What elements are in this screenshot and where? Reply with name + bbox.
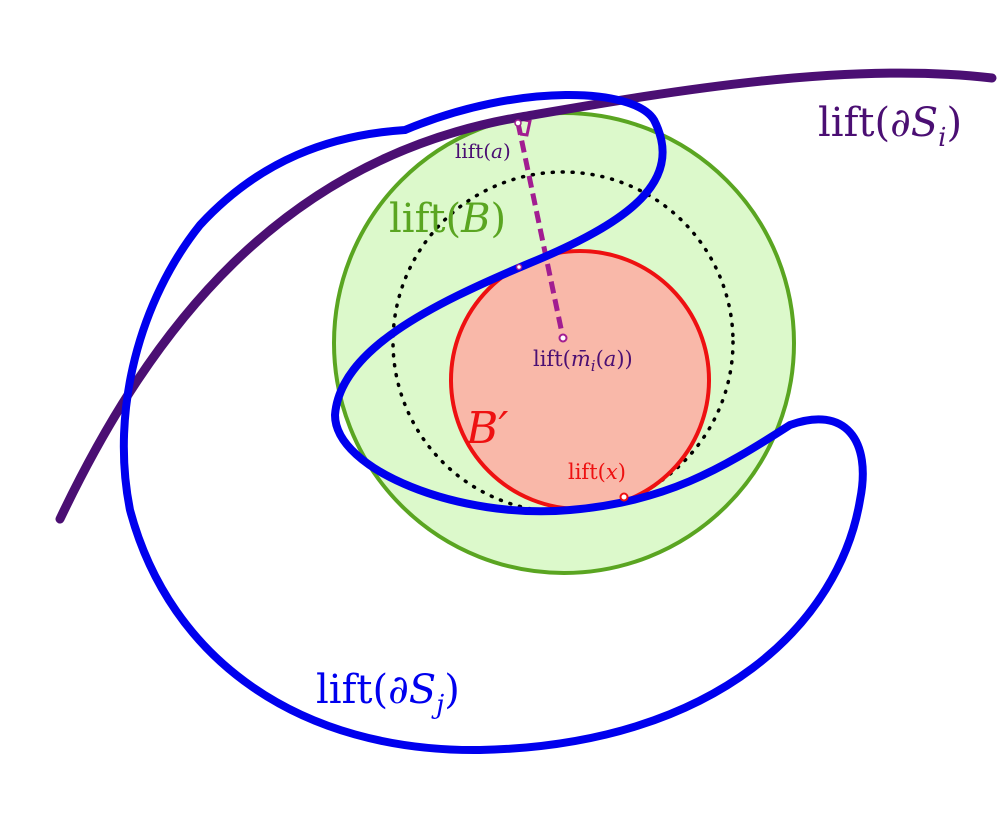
label-point-m: lift(m̄i(a)) [533,347,633,375]
point-a-dot [514,119,522,127]
point-m-dot [558,333,568,343]
label-ball-b-prime: B′ [465,403,508,454]
label-point-x: lift(x) [568,460,626,484]
geodesic-crossing-dot [515,263,523,271]
boundary-si-curve [55,68,997,524]
label-boundary-si: lift(∂Si) [818,100,962,153]
label-point-a: lift(a) [455,139,511,163]
point-x-dot [619,492,629,502]
boundary-sj-curve [119,91,867,755]
geodesic-segment [515,122,566,339]
label-ball-b: lift(B) [389,196,506,242]
dotted-circle [391,170,735,514]
label-boundary-sj: lift(∂Sj) [316,667,460,720]
